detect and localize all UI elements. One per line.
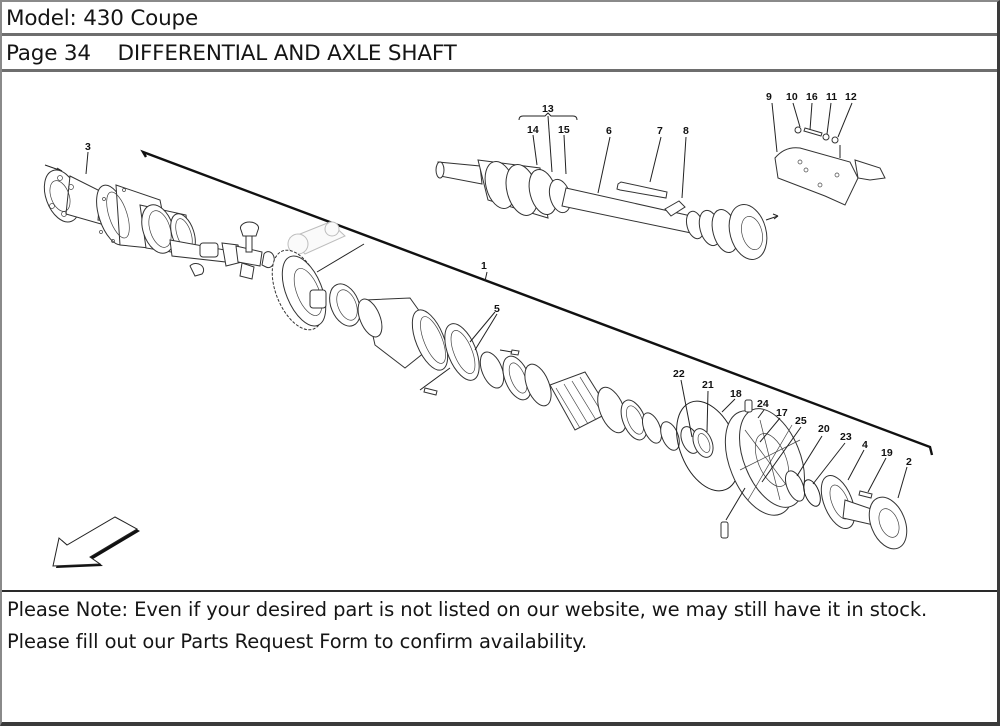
callout-3: 3 <box>85 141 91 153</box>
model-value: 430 Coupe <box>83 6 198 31</box>
heat-shield <box>774 126 886 206</box>
page-heading: Page 34 DIFFERENTIAL AND AXLE SHAFT <box>6 40 457 68</box>
callout-4: 4 <box>862 439 868 451</box>
callout-21: 21 <box>702 379 714 391</box>
callout-11: 11 <box>826 91 837 103</box>
callout-15: 15 <box>558 124 570 136</box>
page-title: DIFFERENTIAL AND AXLE SHAFT <box>117 41 457 66</box>
callout-19: 19 <box>881 447 893 459</box>
callout-7: 7 <box>657 125 663 137</box>
parts-diagram: 1 2 3 4 5 6 7 8 9 10 11 12 13 14 15 16 1… <box>2 75 997 589</box>
callout-18: 18 <box>730 388 742 400</box>
stock-note: Please Note: Even if your desired part i… <box>2 590 997 720</box>
output-flange-right <box>784 470 908 550</box>
callout-22: 22 <box>673 368 685 380</box>
model-text: Model: 430 Coupe <box>6 5 198 33</box>
callout-8: 8 <box>683 125 689 137</box>
note-line-2: Please fill out our Parts Request Form t… <box>7 630 588 653</box>
callout-20: 20 <box>818 423 830 435</box>
bracket-part-1 <box>140 149 934 456</box>
page-row: Page 34 DIFFERENTIAL AND AXLE SHAFT <box>2 37 997 72</box>
callout-12: 12 <box>845 91 857 103</box>
clutch-pack <box>479 351 714 458</box>
callout-16: 16 <box>806 91 818 103</box>
page-number: Page 34 <box>6 41 91 66</box>
diff-case <box>329 283 520 396</box>
leader-lines <box>85 102 908 499</box>
callout-24: 24 <box>757 398 769 410</box>
callout-14: 14 <box>527 124 539 136</box>
axle-shaft <box>435 159 779 260</box>
callout-25: 25 <box>795 415 807 427</box>
callout-13: 13 <box>542 103 554 115</box>
drive-pinion <box>287 221 346 255</box>
callout-2: 2 <box>906 456 912 468</box>
callout-1: 1 <box>481 260 487 272</box>
callout-9: 9 <box>766 91 772 103</box>
callout-23: 23 <box>840 431 852 443</box>
callout-labels: 1 2 3 4 5 6 7 8 9 10 11 12 13 14 15 16 1… <box>85 91 912 468</box>
callout-6: 6 <box>606 125 612 137</box>
arrow-down-left-icon <box>52 516 140 568</box>
ring-gear <box>271 243 365 331</box>
callout-10: 10 <box>786 91 798 103</box>
callout-17: 17 <box>776 407 788 419</box>
note-line-1: Please Note: Even if your desired part i… <box>7 598 928 621</box>
model-label: Model: <box>6 6 77 31</box>
callout-5: 5 <box>494 303 500 315</box>
model-row: Model: 430 Coupe <box>2 2 997 36</box>
